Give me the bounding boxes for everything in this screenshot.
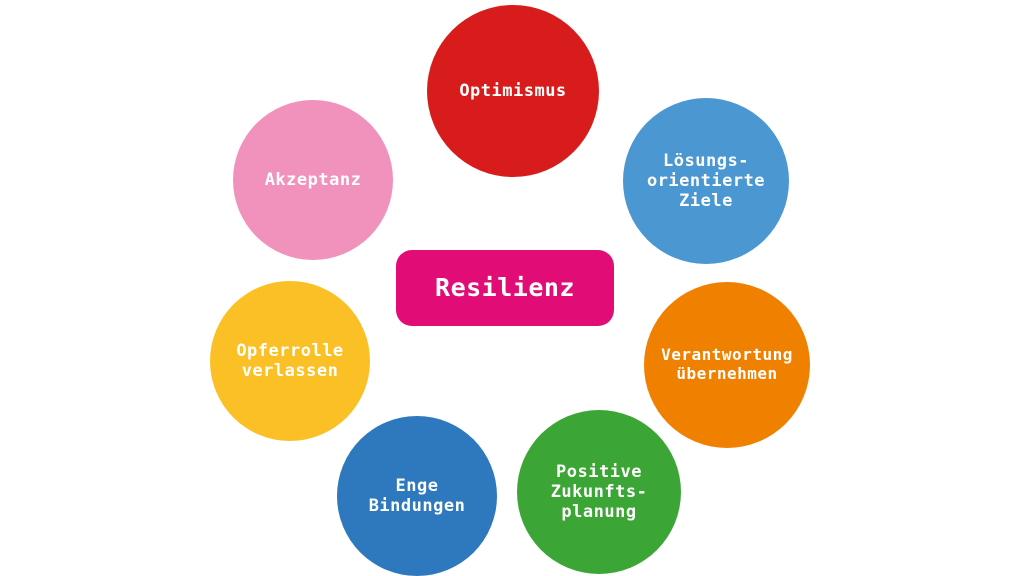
node-verantwortung-uebernehmen[interactable]: Verantwortung übernehmen xyxy=(644,282,810,448)
node-loesungsorientierte-ziele[interactable]: Lösungs- orientierte Ziele xyxy=(623,98,789,264)
node-akzeptanz-label: Akzeptanz xyxy=(264,169,362,190)
node-akzeptanz[interactable]: Akzeptanz xyxy=(233,100,393,260)
node-loesungsorientierte-ziele-label: Lösungs- orientierte Ziele xyxy=(646,150,766,212)
center-node-label: Resilienz xyxy=(435,273,575,303)
node-opferrolle-verlassen-label: Opferrolle verlassen xyxy=(236,340,344,381)
center-node-resilienz[interactable]: Resilienz xyxy=(396,250,614,326)
node-optimismus-label: Optimismus xyxy=(459,80,567,101)
node-positive-zukunftsplanung[interactable]: Positive Zukunfts- planung xyxy=(517,410,681,574)
node-opferrolle-verlassen[interactable]: Opferrolle verlassen xyxy=(210,281,370,441)
node-enge-bindungen-label: Enge Bindungen xyxy=(368,475,466,516)
node-positive-zukunftsplanung-label: Positive Zukunfts- planung xyxy=(550,461,648,523)
node-verantwortung-uebernehmen-label: Verantwortung übernehmen xyxy=(661,345,793,383)
node-optimismus[interactable]: Optimismus xyxy=(427,5,599,177)
node-enge-bindungen[interactable]: Enge Bindungen xyxy=(337,416,497,576)
